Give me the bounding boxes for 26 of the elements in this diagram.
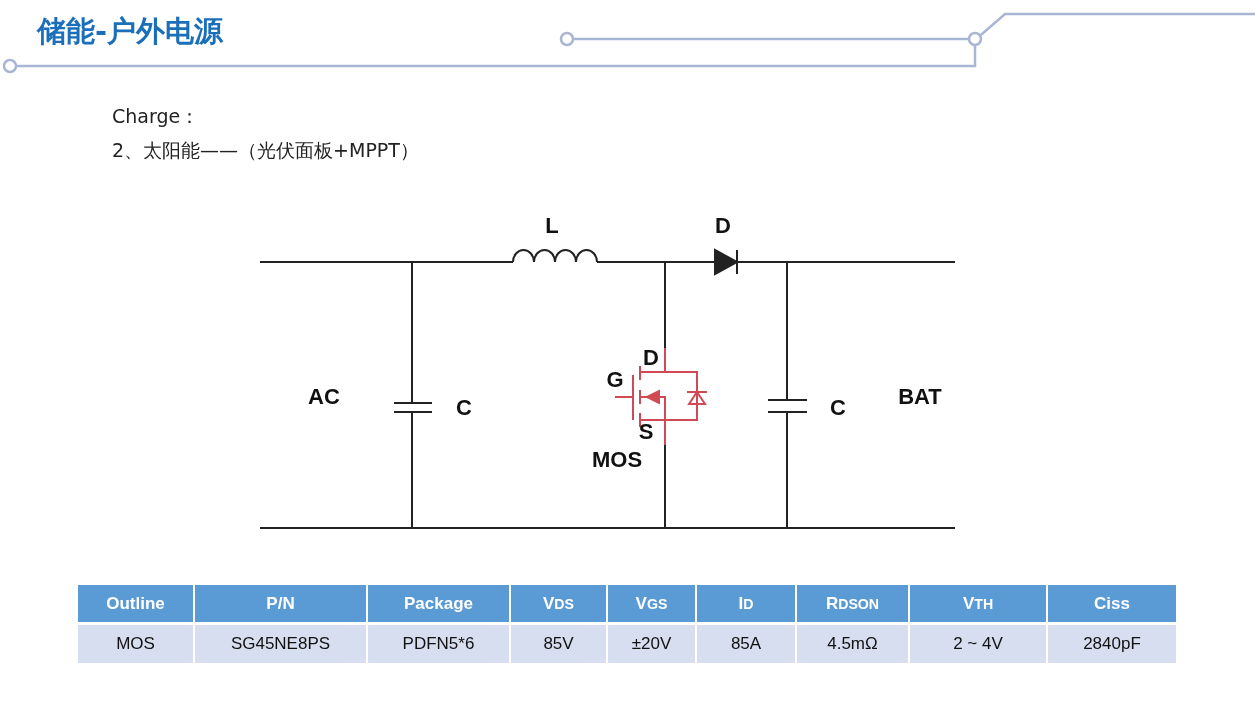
section-heading: Charge： [112, 104, 200, 129]
table-cell: MOS [78, 625, 195, 663]
drain-label: D [643, 345, 659, 371]
diode-label: D [715, 213, 731, 239]
table-cell: 4.5mΩ [797, 625, 910, 663]
output-label: BAT [898, 384, 942, 410]
table-cell: ±20V [608, 625, 697, 663]
input-label: AC [308, 384, 340, 410]
capacitor-label: C [830, 395, 846, 421]
table-cell: PDFN5*6 [368, 625, 511, 663]
capacitor-label: C [456, 395, 472, 421]
table-cell: 2 ~ 4V [910, 625, 1048, 663]
table-header: Package [368, 585, 511, 622]
table-header: Ciss [1048, 585, 1178, 622]
inductor-label: L [545, 213, 559, 239]
table-header: P/N [195, 585, 368, 622]
transistor-label: MOS [591, 447, 643, 473]
table-cell: SG45NE8PS [195, 625, 368, 663]
gate-label: G [606, 367, 624, 393]
table-cell: 85V [511, 625, 608, 663]
section-subheading: 2、太阳能——（光伏面板+MPPT） [112, 138, 419, 163]
source-label: S [638, 419, 654, 445]
table-cell: 2840pF [1048, 625, 1178, 663]
page-title: 储能-户外电源 [37, 13, 224, 50]
table-header: Outline [78, 585, 195, 622]
table-cell: 85A [697, 625, 797, 663]
